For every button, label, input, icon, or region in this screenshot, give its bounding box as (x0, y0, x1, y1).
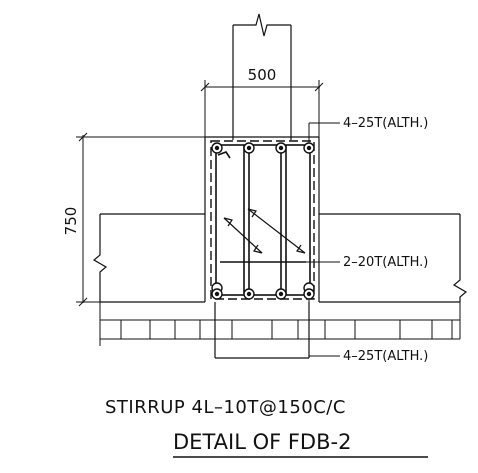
width-dimension (200, 80, 324, 138)
side-bars (217, 151, 306, 263)
side-bar-callout: 2–20T(ALTH.) (343, 255, 428, 270)
slab-lines (92, 213, 468, 303)
drawing-title: DETAIL OF FDB-2 (173, 430, 351, 454)
column-stub (232, 13, 292, 140)
top-bars-core (214, 145, 312, 151)
leader-lines (306, 122, 340, 357)
bottom-bars (211, 282, 315, 300)
bottom-bar-callout: 4–25T(ALTH.) (343, 349, 428, 364)
bottom-bars-core (214, 291, 312, 297)
diagonal-ties (223, 208, 306, 254)
depth-dimension (76, 132, 205, 307)
width-dimension-label: 500 (248, 66, 277, 84)
stirrup-outer (210, 140, 315, 300)
top-bar-callout: 4–25T(ALTH.) (343, 116, 428, 131)
stirrup-legs (215, 144, 311, 296)
pcc-blinding-layer (99, 302, 461, 346)
beam-outline (204, 136, 320, 359)
depth-dimension-label: 750 (62, 207, 80, 236)
stirrup-note: STIRRUP 4L–10T@150C/C (105, 397, 346, 418)
